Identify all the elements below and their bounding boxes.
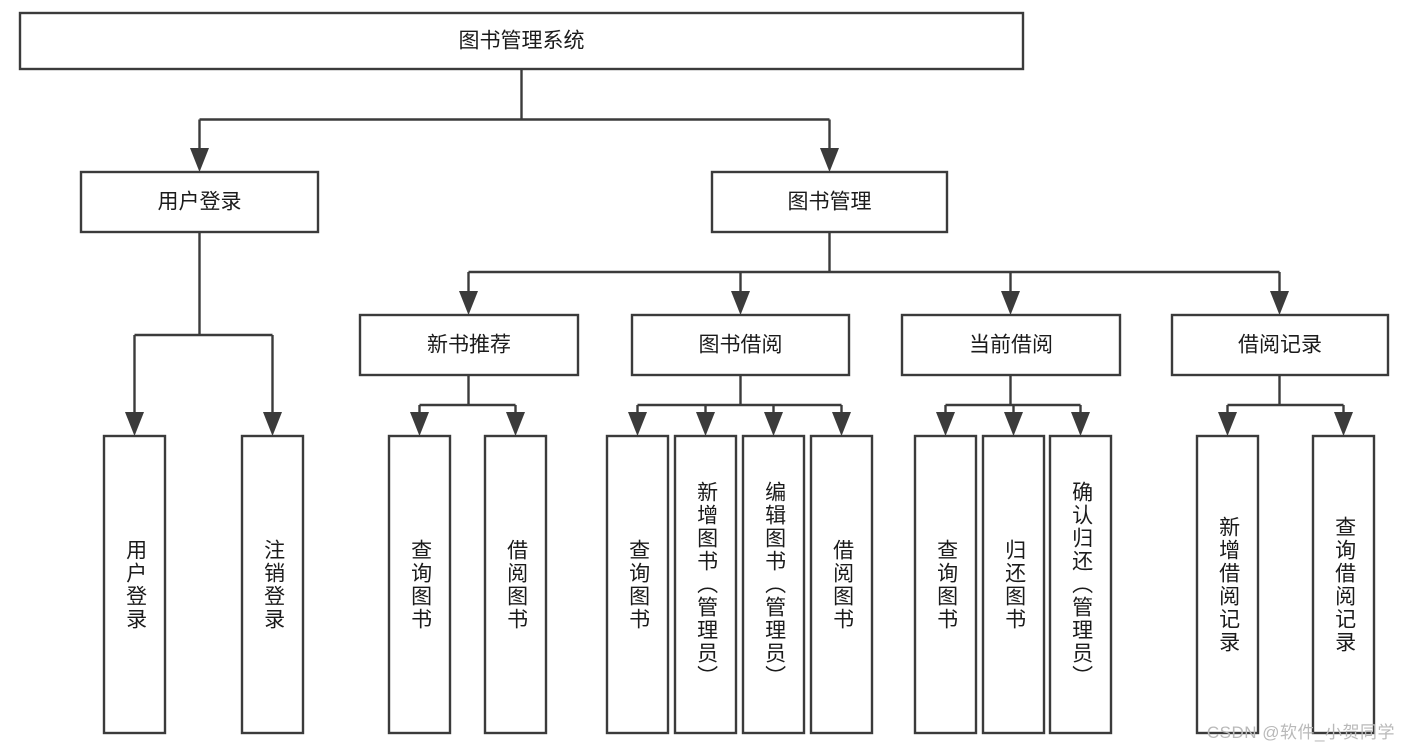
arrow-to-book-borrow [731, 291, 750, 315]
arrow-to-borrow-record [1270, 291, 1289, 315]
arrow-leaf-query-book-1 [410, 412, 429, 436]
node-new-book-recommend[interactable]: 新书推荐 [358, 313, 580, 377]
arrow-leaf-borrow-book-1 [506, 412, 525, 436]
node-borrow-record[interactable]: 借阅记录 [1170, 313, 1390, 377]
node-new-book-recommend-label: 新书推荐 [427, 334, 511, 357]
node-current-borrow[interactable]: 当前借阅 [900, 313, 1122, 377]
arrow-leaf-edit-book [764, 412, 783, 436]
arrow-leaf-borrow-book-2 [832, 412, 851, 436]
node-root-label: 图书管理系统 [459, 30, 585, 53]
watermark-text: CSDN @软件_小贺同学 [1206, 723, 1395, 742]
node-current-borrow-label: 当前借阅 [969, 334, 1053, 357]
node-user-login-label: 用户登录 [158, 191, 242, 214]
node-borrow-record-label: 借阅记录 [1238, 334, 1322, 357]
arrow-to-new-book-recommend [459, 291, 478, 315]
node-book-management-label: 图书管理 [788, 191, 872, 214]
leaf-box-query-book-1[interactable] [387, 434, 452, 735]
leaf-box-logout-login[interactable] [240, 434, 305, 735]
leaf-box-return-book[interactable] [981, 434, 1046, 735]
node-book-borrow-label: 图书借阅 [699, 334, 783, 357]
leaf-box-edit-book[interactable] [741, 434, 806, 735]
arrow-leaf-add-record [1218, 412, 1237, 436]
connector-layer [125, 69, 1353, 436]
leaf-box-confirm-return[interactable] [1048, 434, 1113, 735]
node-book-management-box[interactable] [710, 170, 949, 234]
node-new-book-recommend-box[interactable] [358, 313, 580, 377]
node-root-box[interactable] [18, 11, 1025, 71]
node-book-borrow-box[interactable] [630, 313, 851, 377]
leaf-box-user-login[interactable] [102, 434, 167, 735]
leaf-box-add-record[interactable] [1195, 434, 1260, 735]
node-current-borrow-box[interactable] [900, 313, 1122, 377]
node-book-borrow[interactable]: 图书借阅 [630, 313, 851, 377]
arrow-leaf-user-login [125, 412, 144, 436]
arrow-to-user-login [190, 148, 209, 172]
leaf-box-add-book[interactable] [673, 434, 738, 735]
arrow-leaf-query-record [1334, 412, 1353, 436]
arrow-leaf-confirm-return [1071, 412, 1090, 436]
arrow-leaf-logout-login [263, 412, 282, 436]
leaf-box-query-book-3[interactable] [913, 434, 978, 735]
arrow-leaf-return-book [1004, 412, 1023, 436]
leaf-box-layer [102, 434, 1376, 735]
node-user-login[interactable]: 用户登录 [79, 170, 320, 234]
arrow-to-book-management [820, 148, 839, 172]
leaf-box-borrow-book-2[interactable] [809, 434, 874, 735]
leaf-box-query-record[interactable] [1311, 434, 1376, 735]
arrow-to-current-borrow [1001, 291, 1020, 315]
node-user-login-box[interactable] [79, 170, 320, 234]
node-book-management[interactable]: 图书管理 [710, 170, 949, 234]
arrow-leaf-query-book-3 [936, 412, 955, 436]
node-borrow-record-box[interactable] [1170, 313, 1390, 377]
arrow-leaf-query-book-2 [628, 412, 647, 436]
leaf-box-query-book-2[interactable] [605, 434, 670, 735]
arrow-leaf-add-book [696, 412, 715, 436]
node-root[interactable]: 图书管理系统 [18, 11, 1025, 71]
leaf-box-borrow-book-1[interactable] [483, 434, 548, 735]
